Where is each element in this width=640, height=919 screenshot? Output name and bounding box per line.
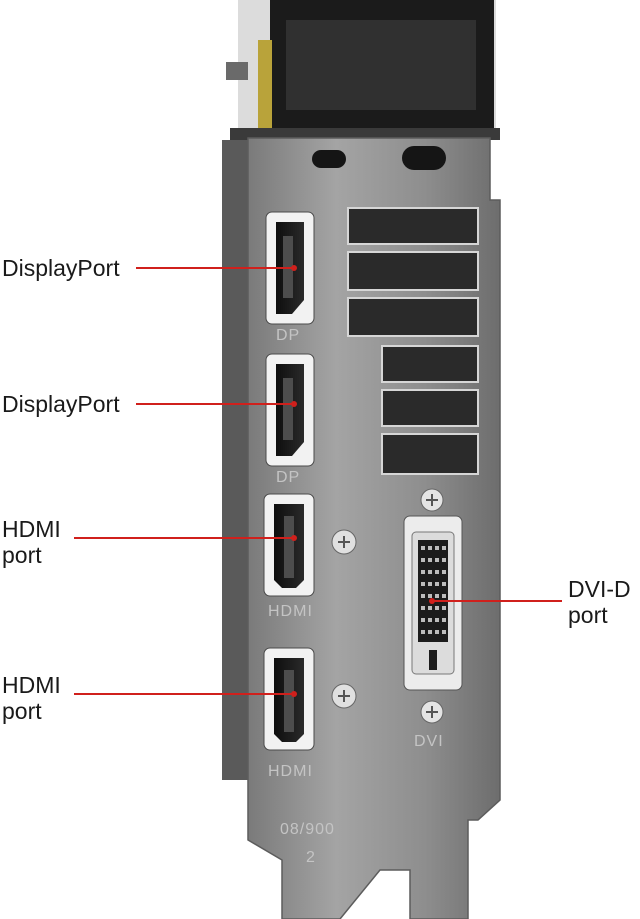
leader-dot-dp2 xyxy=(291,401,297,407)
leader-dot-hdmi1 xyxy=(291,535,297,541)
bracket-slot-right xyxy=(402,146,446,170)
callout-hdmi-1: HDMI port xyxy=(2,516,61,568)
leader-dot-hdmi2 xyxy=(291,691,297,697)
screw-icon xyxy=(331,683,357,709)
hdmi-mark-2: HDMI xyxy=(268,763,313,780)
callout-displayport-1: DisplayPort xyxy=(2,255,120,281)
hdmi-port-1 xyxy=(263,493,315,597)
dp-mark-1: DP xyxy=(276,327,300,344)
callout-hdmi-2: HDMI port xyxy=(2,672,61,724)
displayport-2 xyxy=(265,353,315,467)
leader-lines xyxy=(74,267,562,695)
callout-displayport-2: DisplayPort xyxy=(2,391,120,417)
cooler-shroud xyxy=(226,0,500,140)
hdmi-port-2 xyxy=(263,647,315,751)
hdmi-mark-1: HDMI xyxy=(268,603,313,620)
dp-mark-2: DP xyxy=(276,469,300,486)
dvi-d-port xyxy=(403,488,463,724)
screw-icon xyxy=(331,529,357,555)
leader-dot-dvi xyxy=(429,598,435,604)
side-heatsink xyxy=(222,140,248,780)
bracket-code: 08/900 xyxy=(280,821,335,838)
dvi-mark: DVI xyxy=(414,733,444,750)
leader-dot-dp1 xyxy=(291,265,297,271)
bracket-slot-left xyxy=(312,150,346,168)
bracket-number: 2 xyxy=(306,849,316,866)
vent-openings xyxy=(347,207,479,475)
callout-dvi-d: DVI-D port xyxy=(568,576,631,628)
